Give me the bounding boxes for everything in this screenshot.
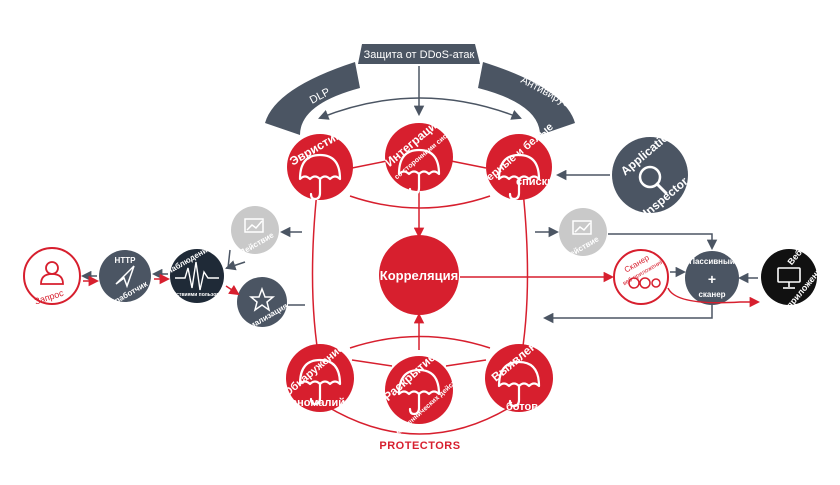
top-arc-band: DLP Защита от DDoS-атак Антивирус [265, 44, 575, 135]
chart-icon [244, 218, 264, 233]
protectors-label: PROTECTORS [379, 440, 460, 452]
protector-bots-sublabel: ботов [506, 401, 538, 413]
chart-icon [572, 220, 592, 235]
protectors-label-bg [375, 436, 465, 452]
arc-segment-ddos [358, 44, 480, 64]
web-scanner-node[interactable]: Сканер веб-приложений [613, 249, 669, 305]
protector-bots[interactable]: Выявление ботов [485, 329, 553, 413]
passive-scanner-node[interactable]: Пассивный + сканер [685, 251, 739, 305]
passive-return-arrow [542, 305, 713, 324]
protector-blacklists-sublabel: списки [516, 176, 554, 188]
arc-label-ddos: Защита от DDoS-атак [364, 49, 475, 61]
star-icon [248, 286, 276, 312]
protector-fraud[interactable]: Раскрытие мошеннических действий [381, 350, 467, 437]
passive-sublabel: сканер [698, 290, 725, 299]
normalize-node[interactable]: Нормализация [234, 277, 290, 338]
http-label: HTTP [115, 256, 137, 265]
plus-icon: + [708, 271, 716, 287]
pulse-icon [175, 261, 219, 291]
magnifier-icon [638, 165, 662, 189]
protector-blacklists[interactable]: Черные и белые списки [478, 121, 556, 201]
correlation-node[interactable]: Корреляция [379, 235, 459, 315]
web-app-node[interactable]: Веб- приложение [761, 245, 827, 310]
observe-sublabel: за действиями пользователя [161, 291, 234, 298]
action-left-node[interactable]: Действие [231, 206, 279, 257]
arc-segment-dlp [265, 62, 360, 135]
correlation-label: Корреляция [380, 268, 458, 283]
passive-label: Пассивный [689, 257, 735, 266]
arc-double-arrow [318, 97, 522, 120]
protector-integration[interactable]: Интеграция со сторонними системами [382, 114, 469, 196]
arc-segment-antivirus [478, 62, 575, 135]
protector-anomalies-sublabel: аномалий [291, 397, 345, 409]
gear-icon [628, 277, 640, 289]
observe-node[interactable]: Наблюдение за действиями пользователя [161, 243, 234, 303]
protector-heuristics[interactable]: Эвристика [287, 125, 353, 201]
http-handler-node[interactable]: HTTP обработчик [99, 250, 151, 310]
application-inspector[interactable]: Application Inspector [612, 126, 691, 220]
protector-anomalies[interactable]: Обнаружение аномалий [282, 342, 354, 412]
action-right-node[interactable]: Действие [559, 208, 607, 261]
request-node[interactable]: Запрос [23, 247, 81, 307]
cursor-icon [115, 265, 135, 289]
